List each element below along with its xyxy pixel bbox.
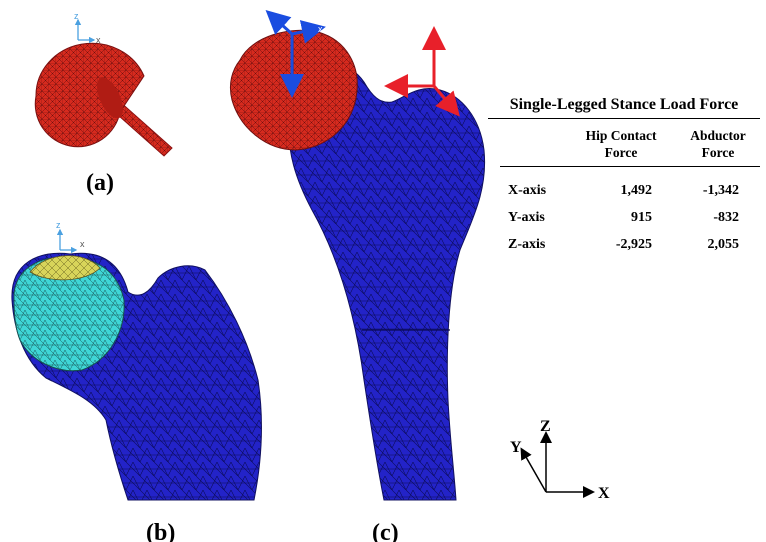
global-axis-y-label: Y	[510, 439, 522, 456]
table-row: Y-axis 915 -832	[488, 210, 760, 237]
implant-head	[34, 42, 145, 148]
hip-contact-axes: x	[265, 9, 326, 98]
table-header-row: Hip Contact Force Abductor Force	[500, 119, 760, 167]
row-axis-label: Z-axis	[508, 237, 546, 252]
row-abductor-value: -1,342	[702, 183, 739, 198]
table-header-abductor: Abductor Force	[676, 127, 760, 161]
row-axis-label: Y-axis	[508, 210, 545, 225]
global-axis-x-label: X	[598, 485, 610, 502]
global-axis-z-label: Z	[540, 418, 551, 435]
abductor-force-axes	[384, 26, 460, 117]
table-header-abductor-line2: Force	[701, 145, 735, 160]
row-abductor-value: 2,055	[707, 237, 740, 252]
table-header-abductor-line1: Abductor	[690, 128, 746, 143]
panel-a-axis-x: x	[96, 35, 101, 45]
table-header-hip-line1: Hip Contact	[585, 128, 657, 143]
panel-b-axis-z: z	[56, 220, 61, 230]
panel-b-axis-icon: z x	[56, 220, 85, 254]
panel-c-femur: x	[229, 9, 486, 501]
panel-c-bone	[288, 57, 486, 501]
panel-b-axis-x: x	[80, 239, 85, 249]
table-header-hip-contact: Hip Contact Force	[566, 127, 676, 161]
panel-c-femoral-head	[229, 29, 358, 151]
load-force-table: Single-Legged Stance Load Force Hip Cont…	[488, 96, 760, 264]
panel-a-implant: z x	[34, 11, 173, 157]
table-row: X-axis 1,492 -1,342	[488, 183, 760, 210]
table-title: Single-Legged Stance Load Force	[488, 96, 760, 119]
panel-b-cartilage-top	[29, 255, 101, 281]
panel-a-axis-icon: z x	[74, 11, 101, 45]
panel-b-femur: z x	[11, 220, 262, 501]
table-body: X-axis 1,492 -1,342 Y-axis 915 -832 Z-ax…	[488, 183, 760, 264]
panel-b-label: (b)	[146, 520, 175, 542]
panel-c-label: (c)	[372, 520, 399, 542]
table-header-hip-line2: Force	[604, 145, 638, 160]
row-hip-value: 915	[631, 210, 652, 225]
panel-a-label: (a)	[86, 170, 114, 196]
row-abductor-value: -832	[713, 210, 739, 225]
table-row: Z-axis -2,925 2,055	[488, 237, 760, 264]
panel-a-axis-z: z	[74, 11, 79, 21]
panel-c-axis-x: x	[318, 24, 323, 34]
row-axis-label: X-axis	[508, 183, 547, 198]
global-axis-triad: Z Y X	[510, 418, 610, 502]
row-hip-value: -2,925	[615, 237, 652, 252]
row-hip-value: 1,492	[620, 183, 653, 198]
table-header-axis	[500, 127, 566, 161]
